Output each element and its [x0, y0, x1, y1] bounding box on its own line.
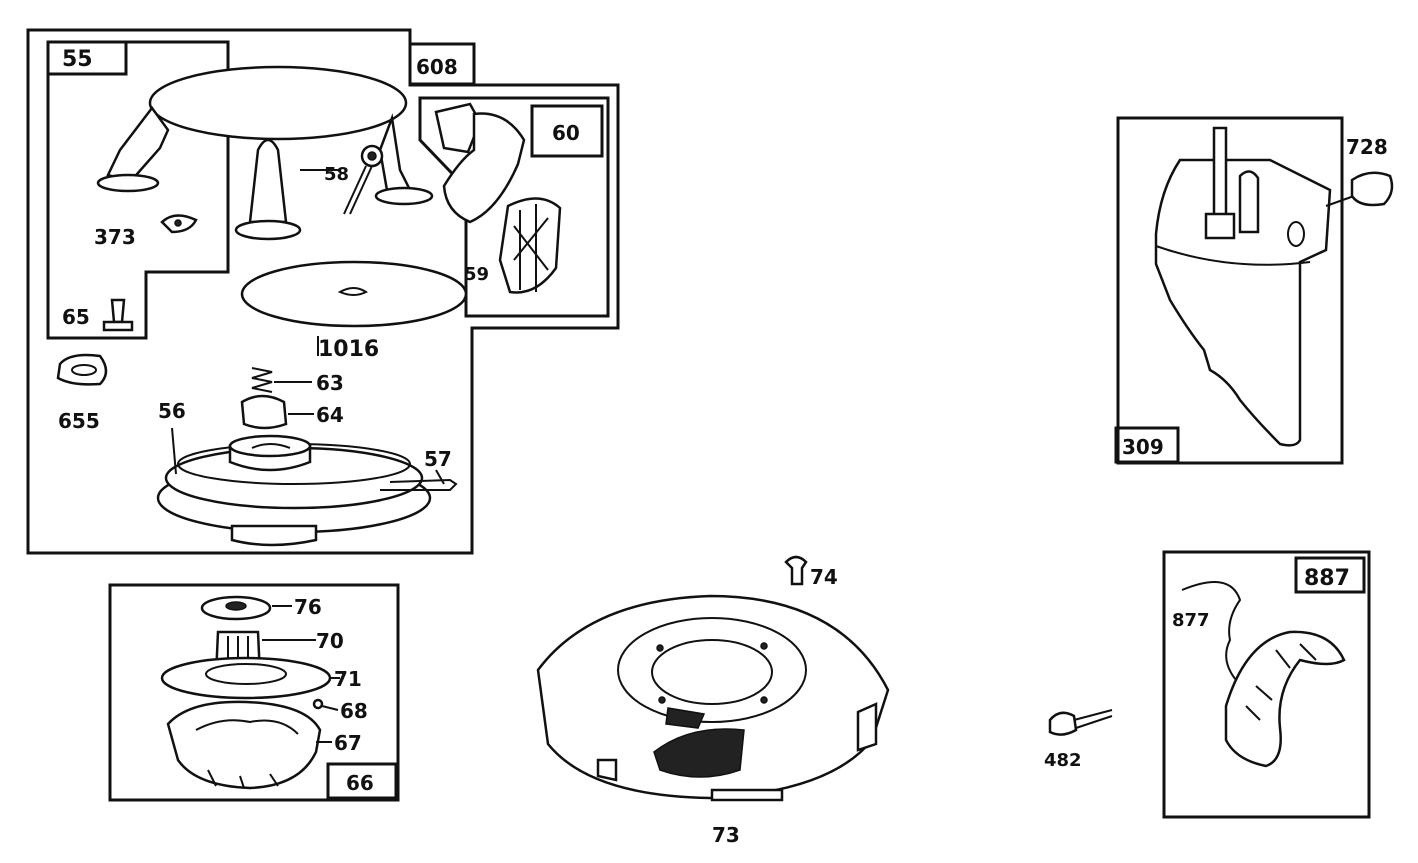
kit-887-tag [1294, 556, 1366, 594]
part-68 [312, 698, 324, 710]
kit-66-frame [108, 583, 400, 802]
part-74-screw [784, 555, 808, 586]
label-71: 71 [334, 667, 362, 691]
label-482: 482 [1044, 750, 1082, 771]
kit-66-group [108, 583, 400, 802]
label-877: 877 [1172, 610, 1210, 631]
kit-66-tag [326, 762, 398, 800]
part-63-64 [240, 367, 314, 430]
throttle-bracket [1154, 158, 1332, 447]
label-63: 63 [316, 371, 344, 395]
starter-assembly-group [26, 28, 620, 555]
label-655: 655 [58, 409, 100, 433]
label-76: 76 [294, 595, 322, 619]
part-655-plate [56, 353, 108, 386]
label-1016: 1016 [318, 337, 379, 362]
kit-55-tag [46, 40, 128, 76]
part-65-bolt [102, 298, 134, 332]
part-373 [160, 214, 198, 234]
kit-887-frame [1162, 550, 1371, 819]
part-877-wire [1181, 581, 1242, 681]
label-309: 309 [1122, 435, 1164, 459]
kit-60-box [418, 96, 610, 318]
label-56: 56 [158, 399, 186, 423]
label-67: 67 [334, 731, 362, 755]
part-73-cover [536, 594, 890, 802]
ignition-module [1224, 630, 1346, 768]
label-373: 373 [94, 225, 136, 249]
label-608: 608 [416, 55, 458, 79]
kit-608-tag [408, 42, 476, 86]
label-887: 887 [1304, 566, 1350, 591]
kit-309-frame [1116, 116, 1344, 465]
label-728: 728 [1346, 135, 1388, 159]
kit-309-tag [1114, 426, 1180, 464]
label-57: 57 [424, 447, 452, 471]
label-66: 66 [346, 771, 374, 795]
label-55: 55 [62, 47, 93, 72]
label-64: 64 [316, 403, 344, 427]
label-60: 60 [552, 121, 580, 145]
part-59-ratchet [498, 197, 562, 294]
kit-309-group [1114, 116, 1394, 465]
part-728 [1350, 171, 1394, 207]
kit-60-tag [530, 104, 604, 158]
label-73: 73 [712, 823, 740, 847]
blower-housing [96, 65, 434, 241]
part-482-bolt [1048, 709, 1113, 736]
label-70: 70 [316, 629, 344, 653]
label-68: 68 [340, 699, 368, 723]
label-74: 74 [810, 565, 838, 589]
label-58: 58 [324, 164, 349, 185]
part-56-57-pulley [156, 427, 458, 547]
label-59: 59 [464, 264, 489, 285]
part-58-spring [300, 144, 384, 215]
kit-887-group [1162, 550, 1371, 819]
part-60-handle [434, 102, 526, 224]
part-1016-disc [240, 260, 468, 356]
kit-55-box [46, 40, 230, 340]
part-67-housing [166, 700, 322, 790]
label-65: 65 [62, 305, 90, 329]
